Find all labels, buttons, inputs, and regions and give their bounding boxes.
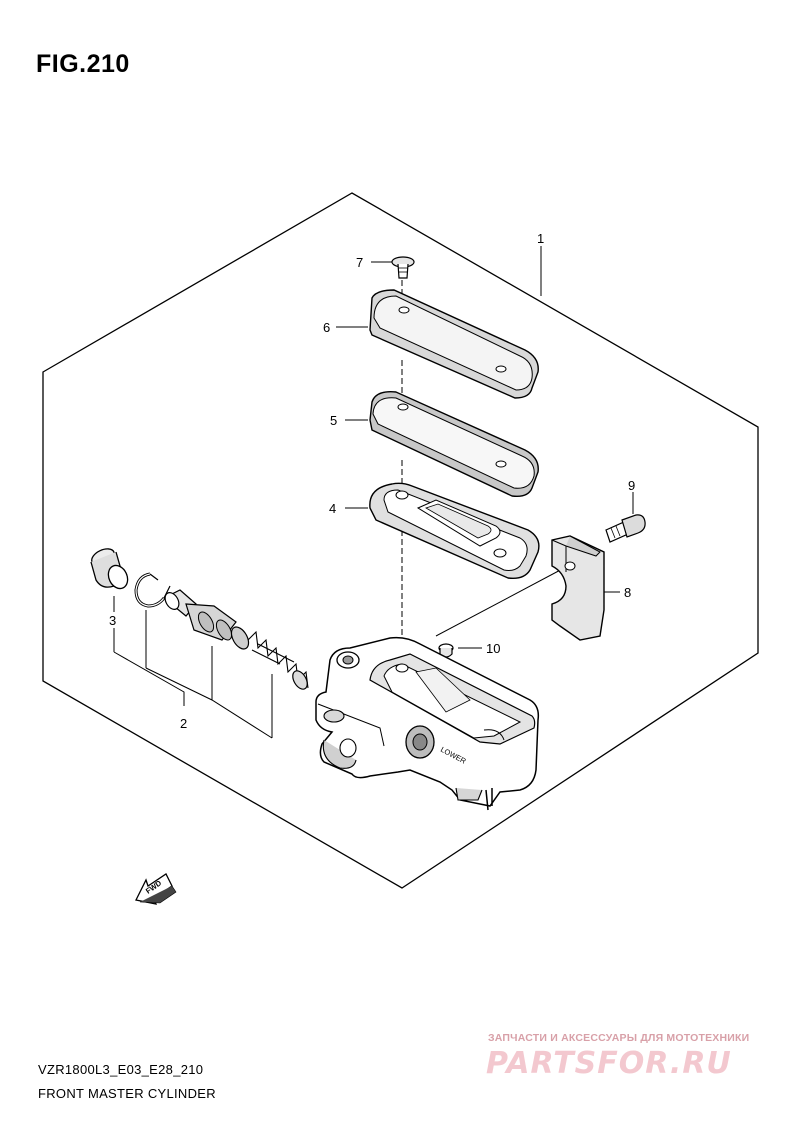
cover-screw-part	[391, 256, 415, 279]
callout-9: 9	[628, 478, 635, 493]
master-cylinder-body-part	[315, 636, 540, 811]
callout-8: 8	[624, 585, 631, 600]
circlip-part	[134, 572, 171, 608]
fwd-arrow-icon	[135, 873, 177, 905]
callout-5: 5	[330, 413, 337, 428]
callout-6: 6	[323, 320, 330, 335]
assembly-boundary	[42, 192, 759, 889]
callout-7: 7	[356, 255, 363, 270]
model-code: VZR1800L3_E03_E28_210	[38, 1062, 204, 1077]
reservoir-cap-part	[369, 289, 539, 399]
handlebar-clamp-part	[551, 535, 605, 641]
callout-4: 4	[329, 501, 336, 516]
figure-caption: FRONT MASTER CYLINDER	[38, 1086, 216, 1101]
callout-3: 3	[109, 613, 116, 628]
callout-2: 2	[180, 716, 187, 731]
watermark-logo: PARTSFOR.RU	[486, 1046, 732, 1081]
piston-spring-set-part	[162, 589, 309, 690]
clamp-bolt-part	[605, 514, 646, 543]
callout-10: 10	[486, 641, 500, 656]
diaphragm-gasket-part	[369, 482, 540, 580]
watermark-tagline: ЗАПЧАСТИ И АКСЕССУАРЫ ДЛЯ МОТОТЕХНИКИ	[488, 1032, 750, 1044]
figure-title: FIG.210	[36, 50, 130, 78]
dust-boot-part	[90, 548, 129, 590]
diaphragm-plate-part	[369, 391, 539, 498]
cap-part	[438, 643, 454, 658]
callout-1: 1	[537, 231, 544, 246]
